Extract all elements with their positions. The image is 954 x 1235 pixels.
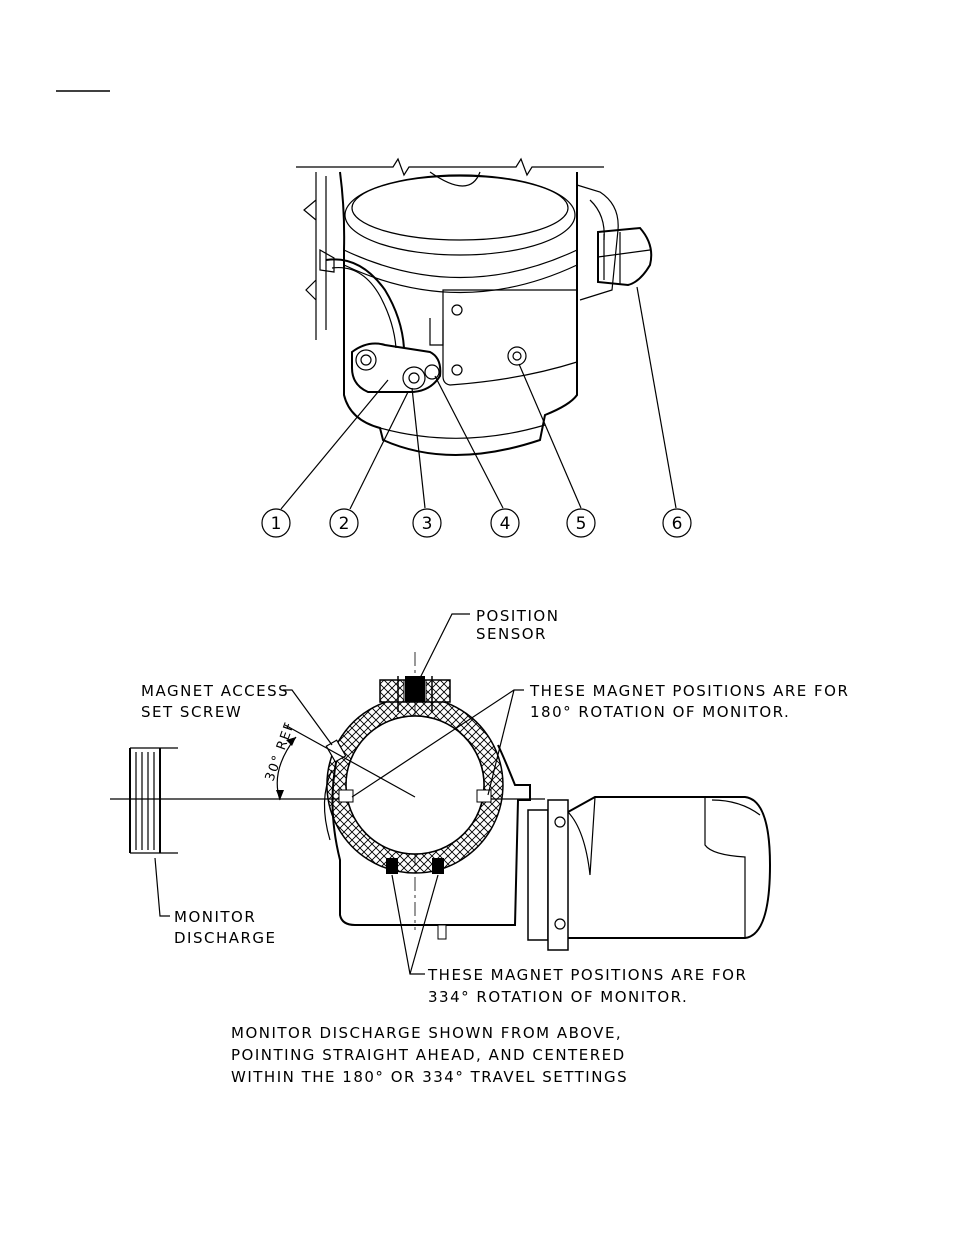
svg-text:POSITION: POSITION	[476, 607, 559, 625]
label-position-sensor: POSITION SENSOR	[476, 607, 559, 643]
figure-caption: MONITOR DISCHARGE SHOWN FROM ABOVE, POIN…	[231, 1024, 628, 1086]
svg-text:THESE MAGNET POSITIONS ARE FOR: THESE MAGNET POSITIONS ARE FOR	[427, 966, 747, 984]
callout-leaders	[280, 286, 677, 510]
svg-text:THESE MAGNET POSITIONS ARE FOR: THESE MAGNET POSITIONS ARE FOR	[529, 682, 849, 700]
svg-text:4: 4	[500, 514, 511, 534]
label-magnet-180: THESE MAGNET POSITIONS ARE FOR 180° ROTA…	[529, 682, 849, 721]
section-view	[110, 652, 772, 951]
callout-5: 5	[566, 508, 596, 538]
callout-1: 1	[261, 508, 291, 538]
svg-text:MAGNET ACCESS: MAGNET ACCESS	[141, 682, 289, 700]
svg-text:DISCHARGE: DISCHARGE	[174, 929, 277, 947]
position-sensor	[379, 676, 451, 712]
section-leaders	[154, 613, 524, 975]
svg-text:WITHIN THE 180° OR 334° TRAVEL: WITHIN THE 180° OR 334° TRAVEL SETTINGS	[231, 1068, 628, 1086]
svg-text:POINTING STRAIGHT AHEAD, AND C: POINTING STRAIGHT AHEAD, AND CENTERED	[231, 1046, 626, 1064]
angle-ref-label: 30° REF	[263, 720, 298, 784]
svg-text:MONITOR DISCHARGE SHOWN FROM A: MONITOR DISCHARGE SHOWN FROM ABOVE,	[231, 1024, 622, 1042]
magnet-ring	[326, 696, 504, 874]
svg-text:2: 2	[339, 514, 350, 534]
svg-text:180° ROTATION OF MONITOR.: 180° ROTATION OF MONITOR.	[530, 703, 790, 721]
svg-text:5: 5	[576, 514, 587, 534]
monitor-discharge	[129, 747, 178, 854]
label-monitor-discharge: MONITOR DISCHARGE	[174, 908, 277, 947]
callout-4: 4	[490, 508, 520, 538]
svg-text:SENSOR: SENSOR	[476, 625, 547, 643]
svg-text:334° ROTATION OF MONITOR.: 334° ROTATION OF MONITOR.	[428, 988, 688, 1006]
label-magnet-334: THESE MAGNET POSITIONS ARE FOR 334° ROTA…	[427, 966, 747, 1006]
svg-text:6: 6	[672, 514, 683, 534]
drive-motor	[437, 796, 772, 951]
actuator-housing-view	[296, 157, 653, 456]
callout-6: 6	[662, 508, 692, 538]
svg-text:SET SCREW: SET SCREW	[141, 703, 242, 721]
svg-text:MONITOR: MONITOR	[174, 908, 256, 926]
svg-text:1: 1	[271, 514, 282, 534]
label-magnet-access: MAGNET ACCESS SET SCREW	[141, 682, 289, 721]
svg-text:3: 3	[422, 514, 433, 534]
callout-3: 3	[412, 508, 442, 538]
callout-2: 2	[329, 508, 359, 538]
